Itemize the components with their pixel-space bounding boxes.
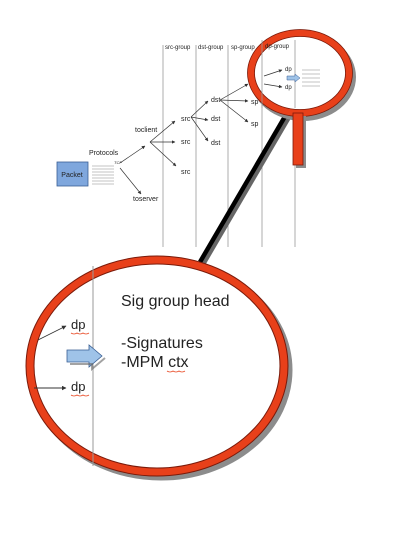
- large-lens-dp-1: dp: [71, 317, 85, 332]
- protocols-label: Protocols: [89, 150, 119, 157]
- src-label-2: src: [181, 139, 191, 146]
- magnifier-handle: [198, 111, 293, 266]
- sp-label-1: sp: [251, 99, 259, 106]
- small-lens-header-dp-group: dp-group: [265, 44, 290, 50]
- small-lens-dp-1: dp: [285, 67, 292, 73]
- svg-text:Packet: Packet: [61, 172, 82, 179]
- toclient-label: toclient: [135, 127, 157, 134]
- column-header-dst-group: dst-group: [198, 45, 224, 51]
- small-lens-dp-2: dp: [285, 85, 292, 91]
- src-label-3: src: [181, 169, 191, 176]
- packet-node: Packet: [56, 161, 89, 187]
- small-lens-arrow: [286, 73, 301, 83]
- magnifier-item-mpm-ctx: -MPM ctx: [121, 354, 189, 371]
- protocols-list: [92, 165, 114, 185]
- large-lens-arrow: [66, 344, 103, 368]
- dst-label-1: dst: [211, 97, 220, 104]
- sp-label-2: sp: [251, 121, 259, 128]
- small-lens-stem: [292, 112, 306, 168]
- src-label-1: src: [181, 116, 191, 123]
- magnifier-item-signatures: -Signatures: [121, 335, 203, 352]
- tree-arrows: [119, 83, 249, 195]
- small-lens: dp-group dp dp: [247, 29, 356, 121]
- tcp-label: TCP: [114, 160, 122, 165]
- column-header-src-group: src-group: [165, 45, 191, 51]
- large-lens: dp dp Sig group head -Signatures -MPM ct…: [25, 255, 293, 481]
- large-lens-dp-2: dp: [71, 379, 85, 394]
- dst-label-3: dst: [211, 140, 220, 147]
- dst-label-2: dst: [211, 116, 220, 123]
- column-header-sp-group: sp-group: [231, 45, 255, 51]
- magnifier-title: Sig group head: [121, 293, 230, 310]
- toserver-label: toserver: [133, 196, 159, 203]
